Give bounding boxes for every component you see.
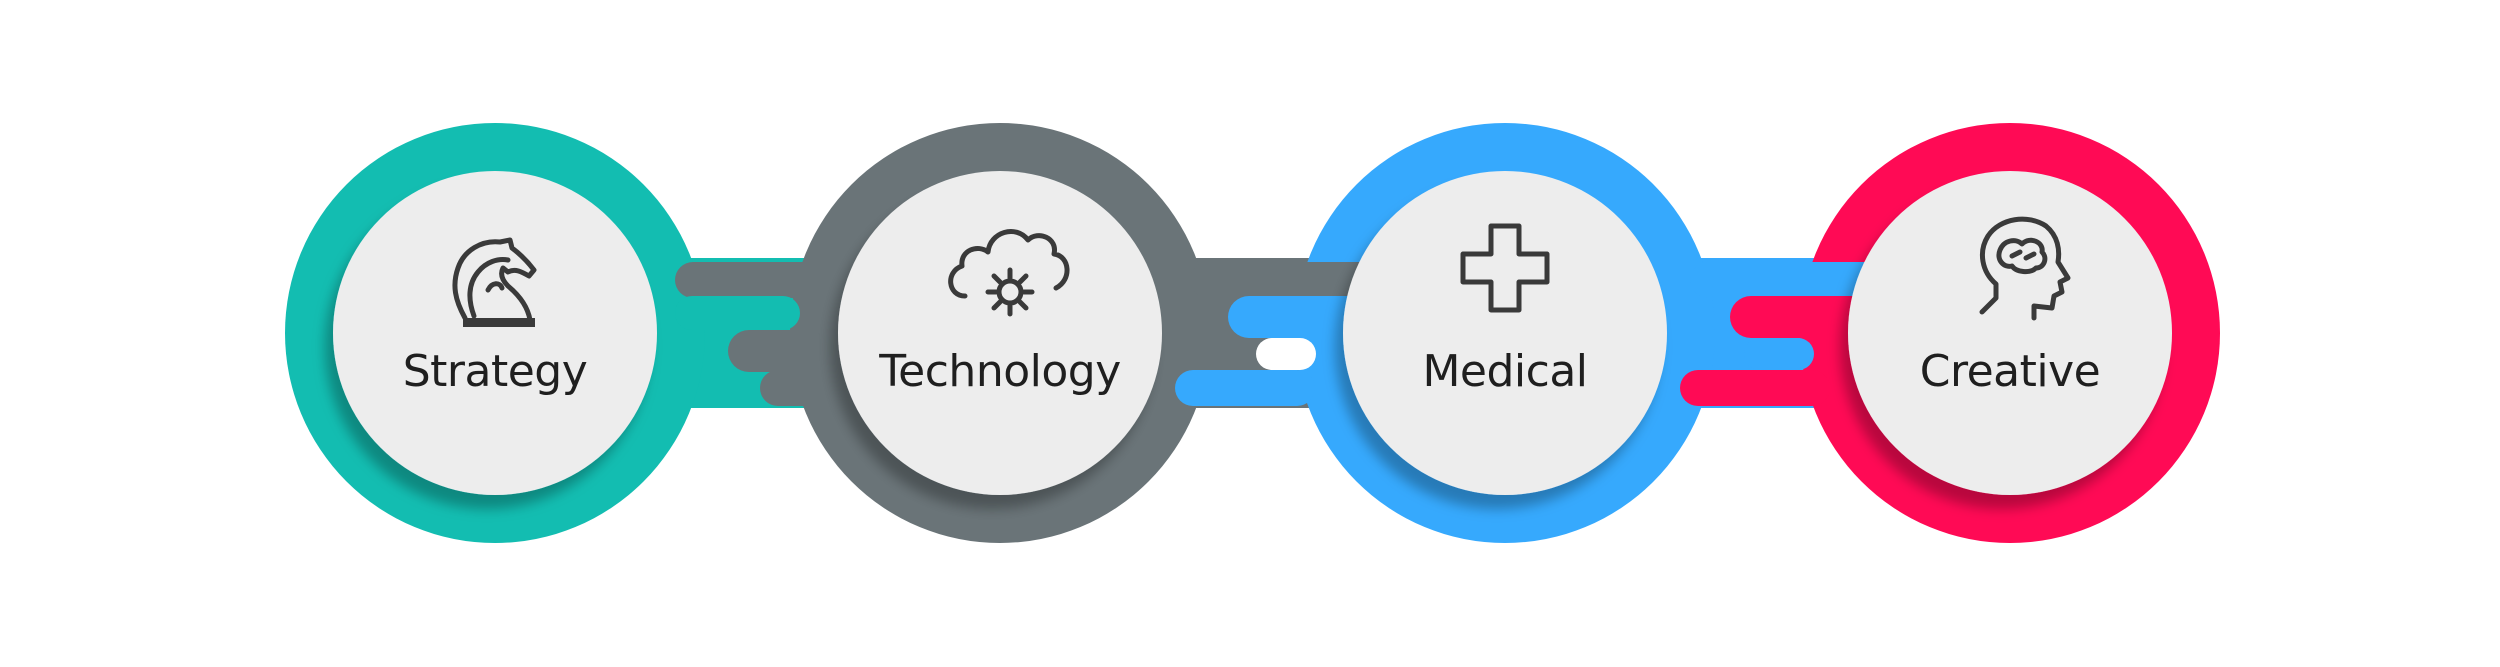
node-label-technology: Technology — [879, 346, 1121, 397]
head-brain-icon — [1979, 216, 2071, 321]
medical-cross-icon — [1460, 223, 1550, 313]
disc-technology — [838, 171, 1162, 495]
chess-knight-icon — [452, 237, 537, 327]
disc-medical — [1343, 171, 1667, 495]
node-label-creative: Creative — [1919, 346, 2101, 397]
cloud-gear-icon — [948, 229, 1070, 317]
disc-creative — [1848, 171, 2172, 495]
node-label-strategy: Strategy — [402, 346, 588, 397]
node-label-medical: Medical — [1422, 346, 1588, 397]
disc-strategy — [333, 171, 657, 495]
